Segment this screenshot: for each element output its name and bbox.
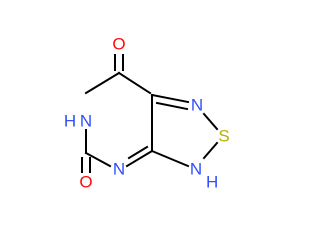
atom-n-pyrimidine: N <box>113 160 125 179</box>
bond-s2-n3 <box>202 141 219 160</box>
bond-c7-c7a <box>117 71 152 95</box>
atom-s-thiadiazole: S <box>218 127 229 146</box>
bond-c7-n6 <box>84 71 121 95</box>
bonds <box>81 54 219 173</box>
bond-n3-c3a <box>150 149 190 168</box>
atom-labels: O N H O N N S N H <box>64 35 230 192</box>
bond-c7a-n1-a <box>150 93 190 104</box>
bond-c5-n4 <box>84 151 112 168</box>
bond-c7a-n1-b <box>155 101 189 111</box>
atom-o-top: O <box>112 35 125 54</box>
atom-o-bottom: O <box>79 173 92 192</box>
atom-n-thiadiazole-top: N <box>191 96 203 115</box>
atom-n-imide: N <box>80 112 92 131</box>
molecule-structure: O N H O N N S N H <box>63 34 230 192</box>
atom-n-imide-h: H <box>64 112 76 131</box>
bond-n1-s2 <box>202 112 219 131</box>
bond-n4-c3a-b <box>127 145 149 160</box>
bond-n4-c3a-a <box>125 149 154 168</box>
atom-nh-thiadiazole: N <box>190 160 202 179</box>
atom-nh-thiadiazole-h: H <box>206 173 218 192</box>
